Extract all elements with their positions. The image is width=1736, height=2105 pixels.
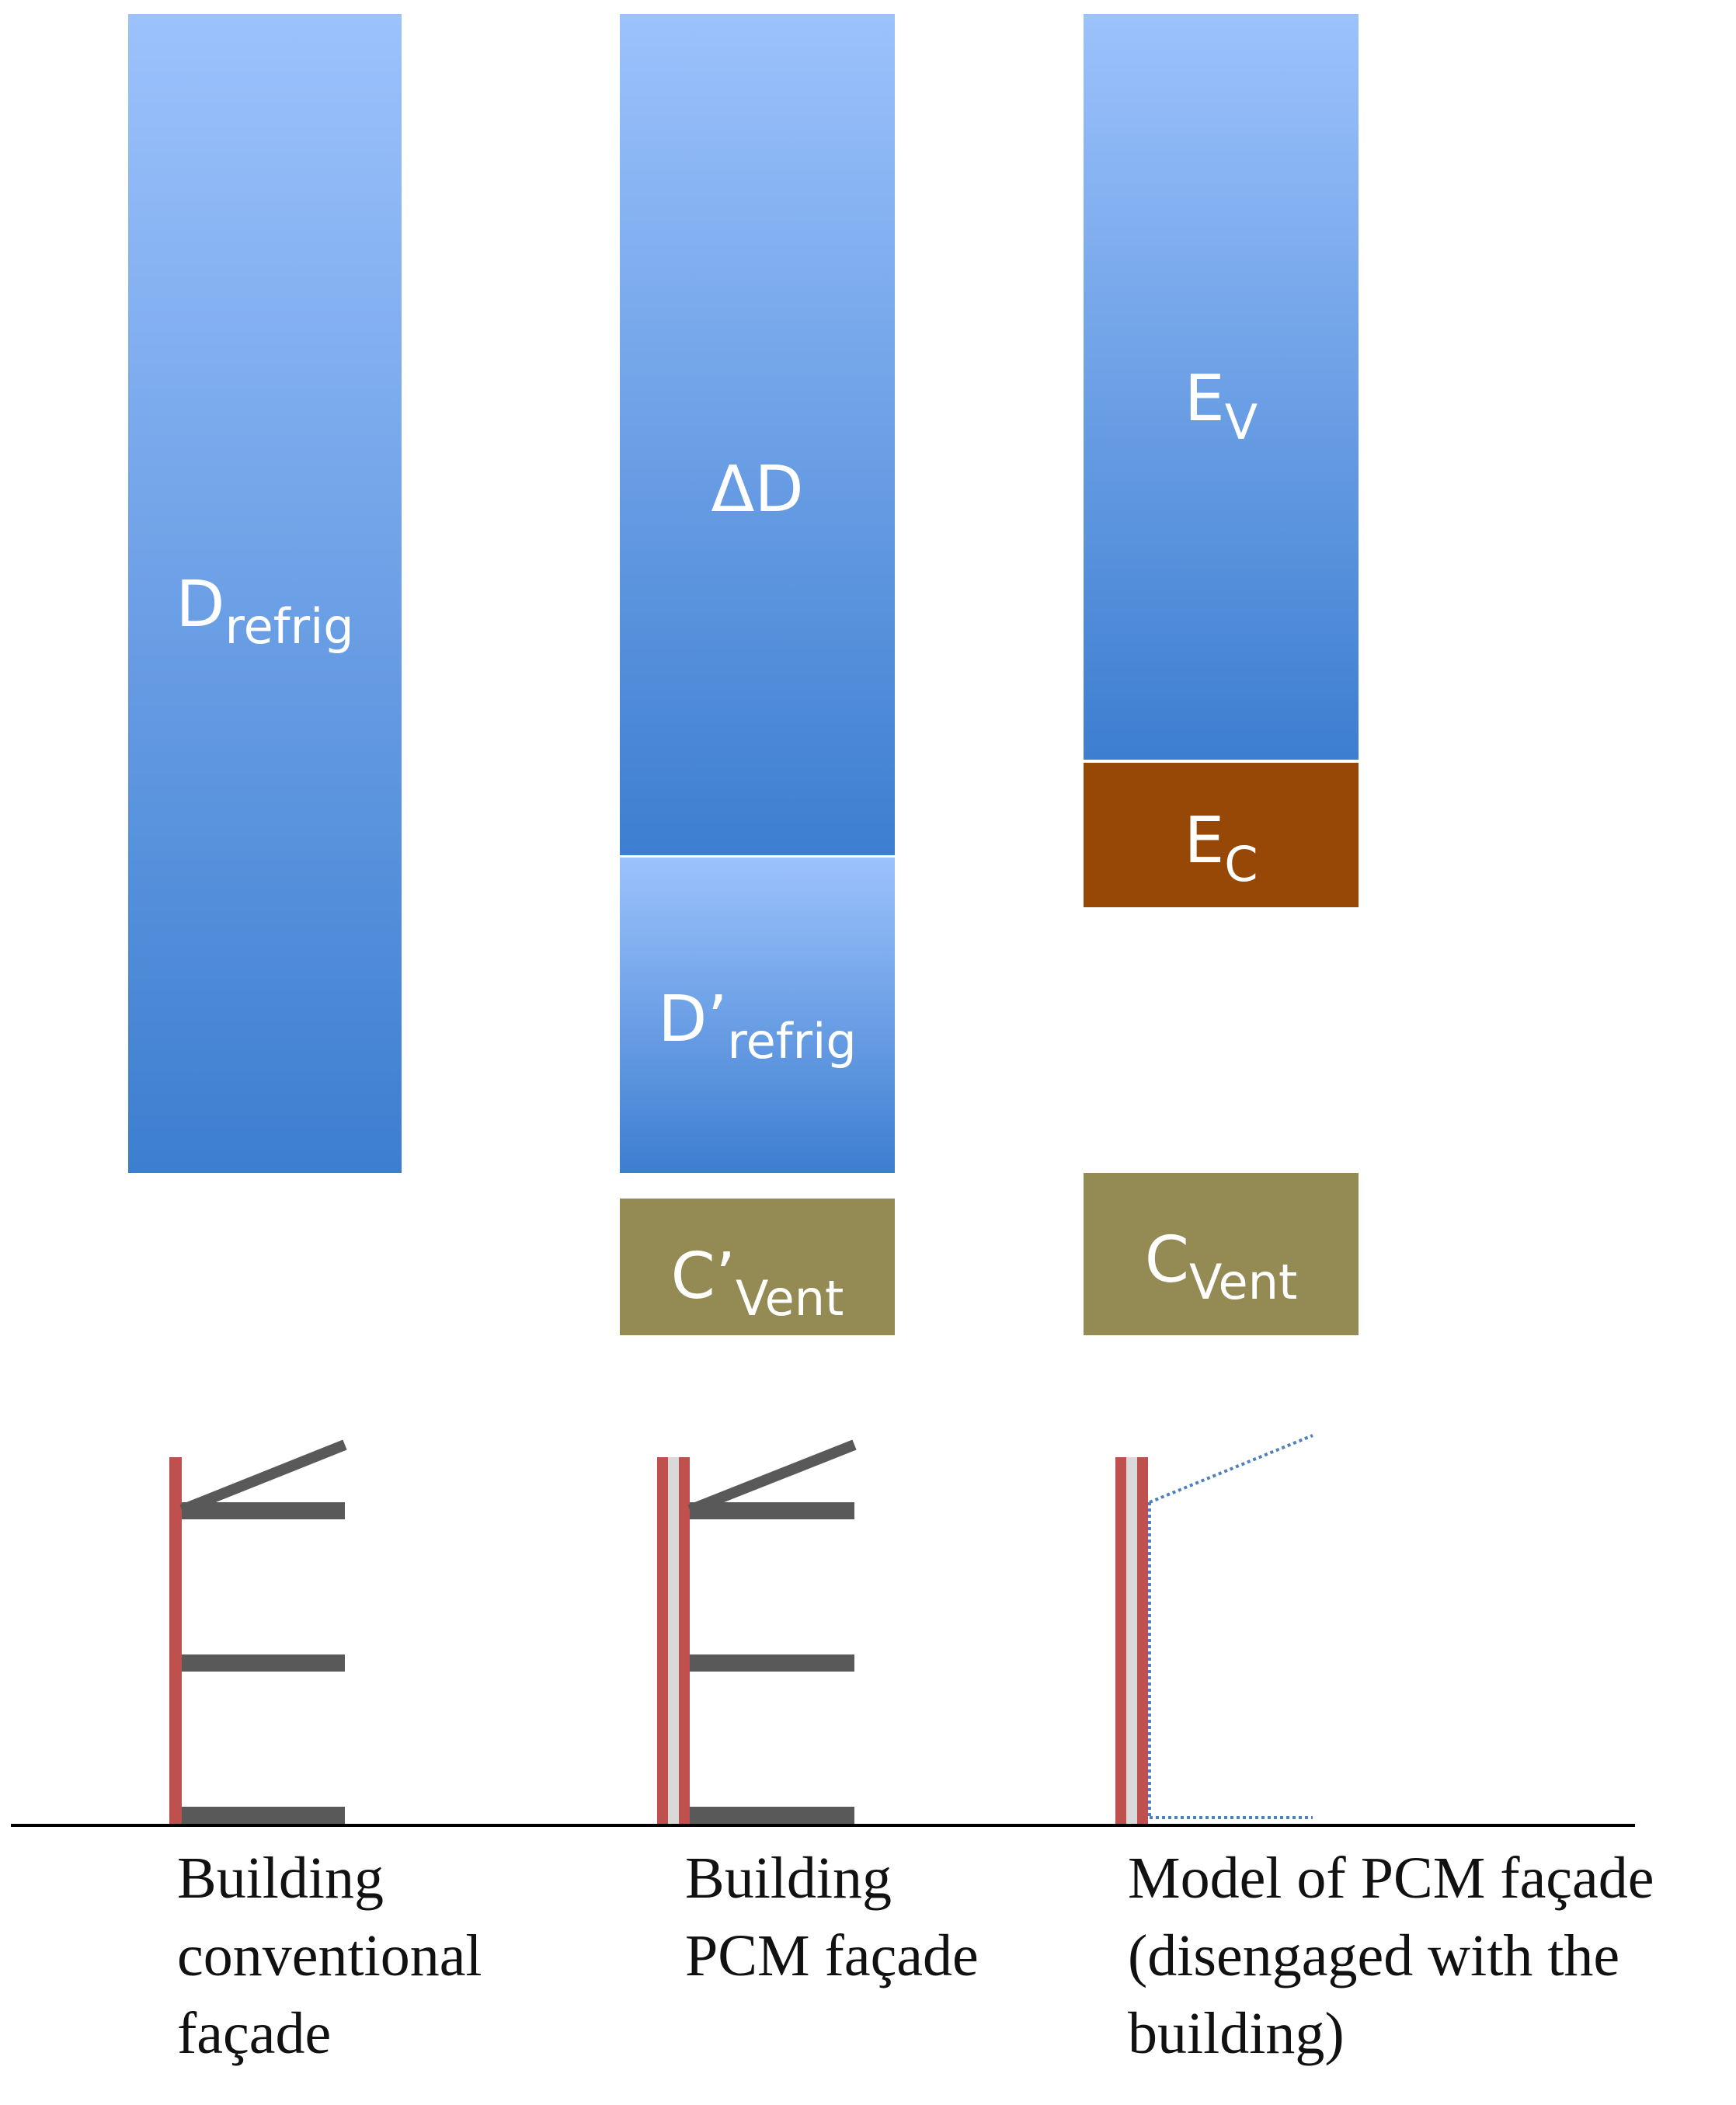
e-c-main: E bbox=[1184, 804, 1225, 878]
caption-conventional: Building conventional façade bbox=[177, 1839, 482, 2072]
conventional-floor-middle bbox=[182, 1654, 345, 1672]
conventional-roof-line bbox=[179, 1439, 347, 1515]
conventional-floor-top bbox=[182, 1502, 345, 1519]
c-prime-vent-sub: Vent bbox=[735, 1270, 844, 1327]
caption-model-line-1: Model of PCM façade bbox=[1128, 1846, 1654, 1911]
e-c-block: EC bbox=[1084, 763, 1359, 907]
d-refrig-main: D bbox=[176, 568, 225, 642]
pcm-facade-outer-wall bbox=[657, 1457, 668, 1824]
pcm-facade-inner-wall bbox=[679, 1457, 690, 1824]
model-facade-outer-wall bbox=[1115, 1457, 1126, 1824]
pcm-facade-layer bbox=[668, 1457, 679, 1824]
d-prime-refrig-block: D’refrig bbox=[620, 858, 895, 1173]
delta-d-main: ΔD bbox=[711, 453, 804, 527]
d-refrig-label: Drefrig bbox=[128, 573, 402, 651]
caption-model-line-3: building) bbox=[1128, 2001, 1345, 2066]
pcm-floor-bottom bbox=[690, 1807, 854, 1824]
e-v-label: EV bbox=[1084, 367, 1359, 447]
e-c-sub: C bbox=[1224, 836, 1258, 892]
caption-conventional-line-2: conventional bbox=[177, 1923, 482, 1988]
caption-pcm: Building PCM façade bbox=[685, 1839, 979, 1995]
caption-pcm-line-2: PCM façade bbox=[685, 1923, 979, 1988]
conventional-facade-wall bbox=[169, 1457, 182, 1824]
pcm-floor-middle bbox=[690, 1654, 854, 1672]
caption-model: Model of PCM façade (disengaged with the… bbox=[1128, 1839, 1654, 2072]
conventional-floor-bottom bbox=[182, 1807, 345, 1824]
c-vent-label: CVent bbox=[1084, 1229, 1359, 1306]
d-prime-refrig-label: D’refrig bbox=[620, 988, 895, 1066]
c-prime-vent-label: C’Vent bbox=[620, 1245, 895, 1323]
e-v-main: E bbox=[1184, 362, 1225, 436]
pcm-floor-top bbox=[690, 1502, 854, 1519]
d-refrig-sub: refrig bbox=[224, 598, 354, 655]
delta-d-label: ΔD bbox=[620, 458, 895, 522]
c-vent-main: C bbox=[1144, 1223, 1189, 1297]
pcm-roof-line bbox=[687, 1439, 857, 1515]
c-vent-sub: Vent bbox=[1188, 1254, 1298, 1310]
model-facade-inner-wall bbox=[1137, 1457, 1148, 1824]
d-prime-refrig-sub: refrig bbox=[727, 1013, 857, 1070]
c-prime-vent-main: C’ bbox=[670, 1240, 736, 1313]
d-prime-refrig-main: D’ bbox=[658, 983, 728, 1056]
d-refrig-block: Drefrig bbox=[128, 14, 402, 1173]
caption-conventional-line-3: façade bbox=[177, 2001, 332, 2066]
model-facade-layer bbox=[1126, 1457, 1137, 1824]
e-c-label: EC bbox=[1084, 809, 1359, 889]
c-vent-block: CVent bbox=[1084, 1173, 1359, 1335]
model-roof-dotted-line bbox=[1149, 1434, 1313, 1504]
c-prime-vent-block: C’Vent bbox=[620, 1199, 895, 1335]
caption-model-line-2: (disengaged with the bbox=[1128, 1923, 1620, 1988]
caption-conventional-line-1: Building bbox=[177, 1846, 384, 1911]
delta-d-block: ΔD bbox=[620, 14, 895, 855]
caption-pcm-line-1: Building bbox=[685, 1846, 892, 1911]
e-v-block: EV bbox=[1084, 14, 1359, 760]
e-v-sub: V bbox=[1224, 394, 1258, 451]
